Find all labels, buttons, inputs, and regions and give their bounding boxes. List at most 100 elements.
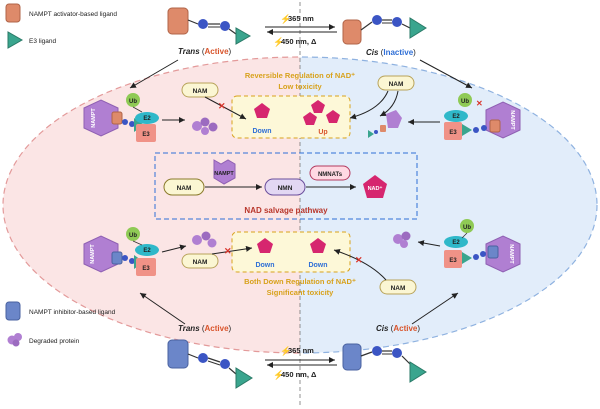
lower-nam-left (181, 253, 219, 269)
nad-down-icon (257, 238, 273, 253)
nampt-enzyme-icon: NAMPT (213, 159, 236, 185)
arrow (349, 90, 389, 120)
svg-text:NAMPT: NAMPT (90, 244, 96, 264)
top-switch-arrows (265, 24, 337, 35)
upper-up-label: Up (318, 129, 327, 136)
block-icon: ✕ (218, 101, 226, 111)
nad-down-icon (254, 103, 270, 118)
upper-right-ternary-complex: NAMPT E2 E3 Ub ✕ (444, 93, 521, 140)
block-icon: ✕ (355, 255, 363, 265)
top-trans-label: Trans (Active) (178, 47, 232, 56)
upper-title-line2: Low toxicity (278, 82, 322, 91)
nad-up-icons (303, 100, 340, 125)
lower-nam-right-label: NAM (391, 285, 406, 292)
lower-title-line1: Both Down Regulation of NAD⁺ (244, 277, 356, 286)
legend-degraded-label: Degraded protein (29, 338, 80, 345)
degraded-protein-icon (7, 333, 22, 347)
salvage-nmn-label: NMN (278, 185, 293, 192)
trans-inhibitor-molecule (167, 339, 253, 389)
bolt-icon: ⚡ (273, 369, 284, 381)
svg-text:NAMPT: NAMPT (508, 244, 514, 264)
legend-e3-label: E3 ligand (29, 38, 56, 45)
salvage-nam-label: NAM (177, 185, 192, 192)
svg-text:E2: E2 (452, 114, 460, 120)
upper-title-line1: Reversible Regulation of NAD⁺ (245, 71, 355, 80)
lower-results-box (231, 231, 351, 273)
arrow (333, 249, 387, 281)
svg-text:E2: E2 (143, 116, 151, 122)
lower-down-right-label: Down (308, 262, 327, 269)
bolt-icon: ⚡ (273, 36, 284, 48)
nmnats-enzyme (309, 165, 351, 181)
svg-text:NAMPT: NAMPT (214, 171, 234, 177)
svg-text:E3: E3 (142, 132, 150, 138)
bound-nampt-icon (368, 110, 402, 138)
upper-left-ternary-complex: NAMPT E2 E3 Ub (83, 93, 159, 142)
salvage-caption: NAD salvage pathway (244, 206, 328, 215)
svg-text:E2: E2 (143, 248, 151, 254)
lower-right-ternary-complex: NAMPT E2 E3 Ub (444, 219, 521, 273)
arrow (419, 59, 473, 89)
inhibitor-ligand-icon (5, 301, 21, 321)
arrow (211, 245, 253, 255)
upper-nam-right (377, 75, 415, 91)
svg-text:Ub: Ub (461, 99, 469, 105)
arrow (161, 244, 187, 253)
activator-ligand-icon (5, 3, 21, 23)
top-backward-label: 450 nm, Δ (281, 37, 317, 46)
svg-text:E2: E2 (452, 240, 460, 246)
arrow (204, 96, 247, 120)
lower-nam-left-label: NAM (193, 259, 208, 266)
salvage-pathway-box (154, 152, 418, 220)
legend-activator-label: NAMPT activator-based ligand (29, 11, 117, 18)
nad-down-icon (310, 238, 326, 253)
svg-text:E3: E3 (449, 258, 457, 264)
block-icon: ✕ (224, 246, 232, 256)
lower-left-ternary-complex: NAMPT E2 E3 Ub (83, 227, 159, 276)
bottom-forward-label: 365 nm (288, 346, 314, 355)
lower-down-left-label: Down (255, 262, 274, 269)
arrow (417, 240, 441, 247)
upper-down-label: Down (252, 128, 271, 135)
upper-nam-left (181, 82, 219, 98)
nmnats-label: NMNATs (318, 172, 343, 178)
bottom-cis-label: Cis (Active) (376, 324, 420, 333)
lower-title-line2: Significant toxicity (267, 288, 335, 297)
nad-product-label: NAD⁺ (368, 185, 383, 192)
svg-text:Ub: Ub (129, 233, 137, 239)
svg-text:Ub: Ub (129, 99, 137, 105)
arrow (379, 90, 399, 117)
cis-inhibitor-molecule (342, 343, 427, 383)
bolt-icon: ⚡ (280, 13, 291, 25)
svg-text:NAMPT: NAMPT (509, 110, 515, 130)
salvage-nmn-node (264, 178, 306, 196)
ellipse-right-half (300, 56, 598, 354)
degraded-protein-cluster (393, 231, 411, 248)
arrow (139, 292, 186, 325)
top-forward-label: 365 nm (288, 14, 314, 23)
nad-product-icon (363, 175, 387, 198)
svg-text:✕: ✕ (476, 99, 483, 108)
arrow (411, 292, 459, 325)
upper-nam-left-label: NAM (193, 88, 208, 95)
svg-text:NAMPT: NAMPT (91, 108, 97, 128)
trans-activator-molecule (167, 7, 252, 45)
svg-text:E3: E3 (449, 130, 457, 136)
degraded-protein-cluster (192, 117, 218, 135)
bottom-backward-label: 450 nm, Δ (281, 370, 317, 379)
arrow (129, 59, 179, 89)
degraded-protein-cluster (192, 231, 217, 248)
bottom-switch-arrows (265, 357, 337, 368)
salvage-nam-node (163, 178, 205, 196)
svg-text:Ub: Ub (463, 225, 471, 231)
bottom-trans-label: Trans (Active) (178, 324, 232, 333)
bolt-icon: ⚡ (280, 345, 291, 357)
upper-nam-right-label: NAM (389, 81, 404, 88)
legend-inhibitor-label: NAMPT inhibitor-based ligand (29, 309, 116, 316)
svg-text:E3: E3 (142, 266, 150, 272)
lower-nam-right (379, 279, 417, 295)
e3-ligand-icon (7, 31, 24, 49)
top-cis-label: Cis (Inactive) (366, 48, 416, 57)
ellipse-left-half (2, 56, 300, 354)
